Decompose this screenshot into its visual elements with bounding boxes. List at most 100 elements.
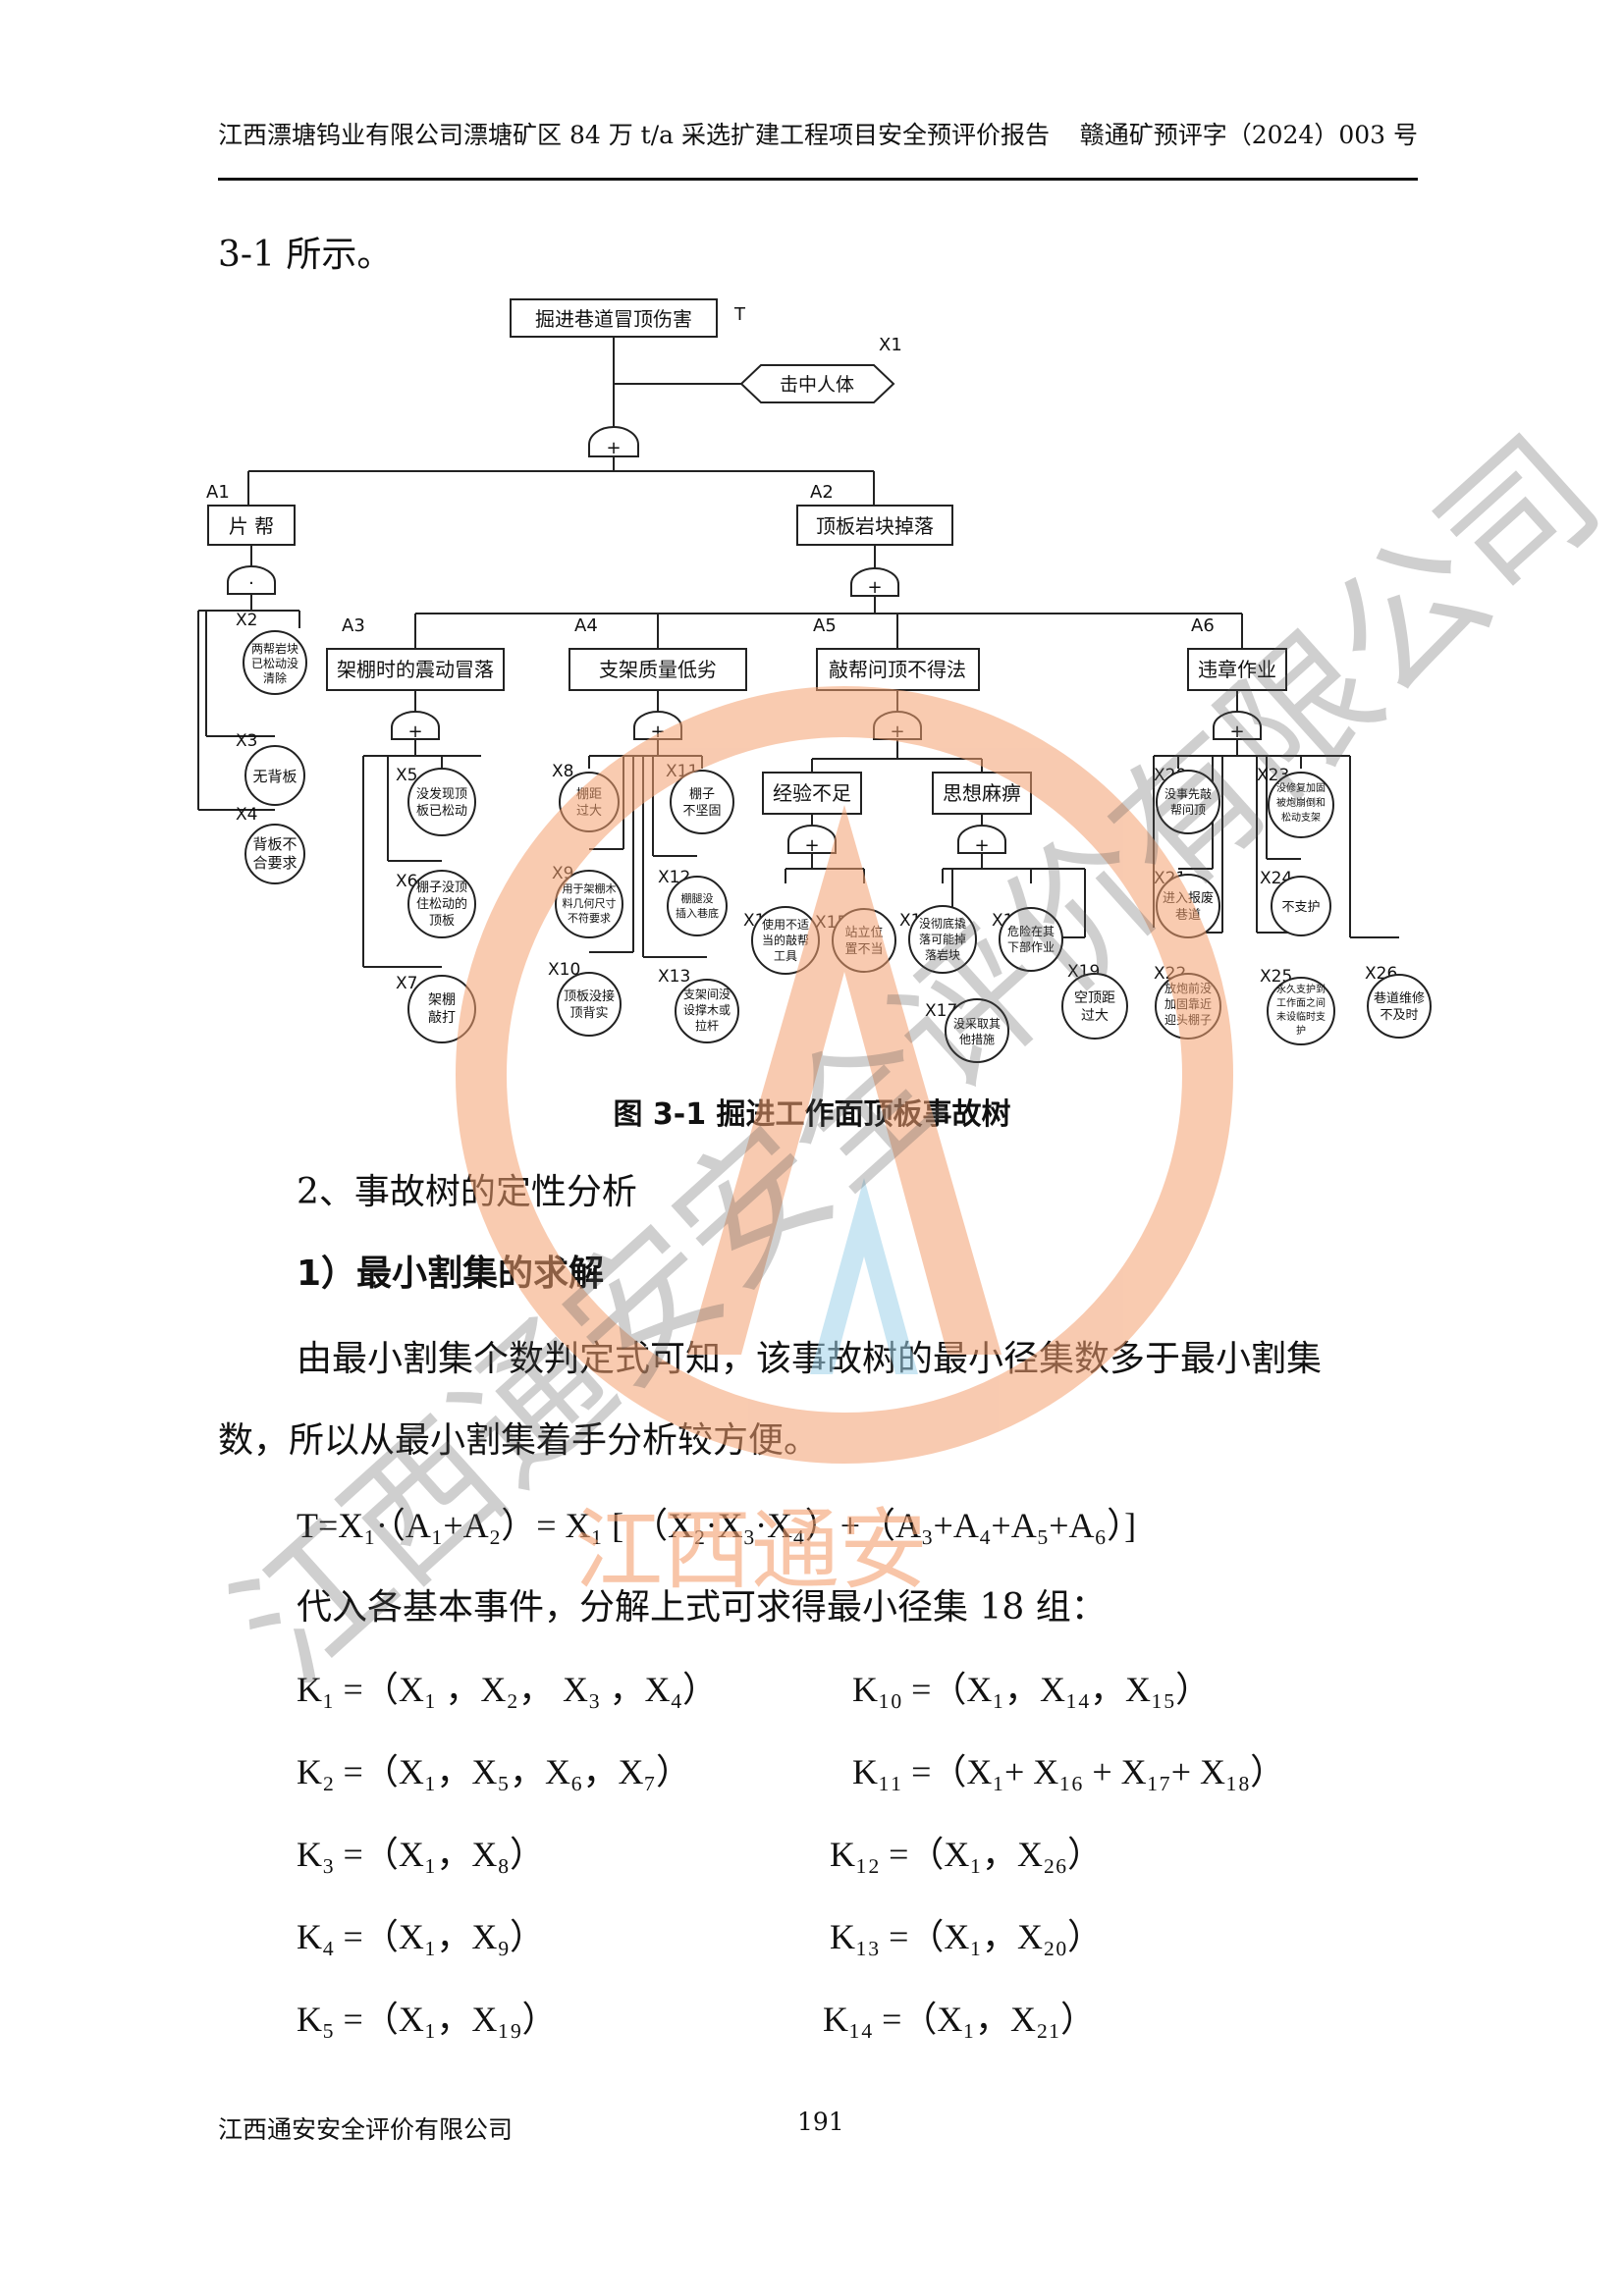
- svg-text:过大: 过大: [1081, 1008, 1109, 1024]
- footer-company: 江西通安安全评价有限公司: [218, 2115, 514, 2144]
- svg-text:X3: X3: [236, 731, 257, 751]
- svg-text:未设临时支: 未设临时支: [1276, 1010, 1326, 1023]
- svg-text:被炮崩倒和: 被炮崩倒和: [1276, 796, 1326, 809]
- svg-text:不及时: 不及时: [1380, 1008, 1418, 1023]
- svg-text:空顶距: 空顶距: [1074, 990, 1115, 1006]
- event-x25: X25 永久支护到 工作面之间 未设临时支 护: [1260, 967, 1335, 1045]
- svg-text:棚距: 棚距: [576, 787, 602, 802]
- a3-or-gate-symbol: +: [407, 721, 422, 742]
- event-x26: X26 巷道维修 不及时: [1365, 964, 1432, 1039]
- event-x20: X20 没事先敲 帮问顶: [1154, 766, 1220, 834]
- svg-text:敲打: 敲打: [428, 1009, 456, 1026]
- svg-text:X5: X5: [396, 766, 417, 785]
- a3-id: A3: [342, 615, 365, 636]
- top-or-gate: [588, 426, 639, 457]
- svg-text:不支护: 不支护: [1281, 900, 1320, 915]
- event-x18: X18 危险在其 下部作业: [992, 907, 1063, 972]
- event-x7: X7 架棚 敲打: [396, 974, 476, 1043]
- svg-text:没采取其: 没采取其: [953, 1016, 1001, 1031]
- svg-text:他措施: 他措施: [959, 1033, 995, 1046]
- svg-text:巷道维修: 巷道维修: [1374, 991, 1425, 1006]
- svg-text:拉杆: 拉杆: [695, 1018, 719, 1033]
- a2-or-gate-symbol: +: [867, 577, 882, 598]
- svg-text:下部作业: 下部作业: [1007, 939, 1055, 954]
- paragraph-line-2: 数，所以从最小割集着手分析较方便。: [218, 1420, 820, 1461]
- a2-id: A2: [810, 482, 834, 503]
- x1-event-id: X1: [879, 335, 902, 355]
- set-k12: K₁₂ =（X₁，X₂₆）: [830, 1835, 1104, 1874]
- set-k11: K₁₁ =（X₁+ X₁₆ + X₁₇+ X₁₈）: [852, 1752, 1286, 1791]
- a5-label: 敲帮问顶不得法: [829, 658, 966, 681]
- subsection-heading: 1）最小割集的求解: [297, 1254, 605, 1294]
- event-x10: X10 顶板没接 顶背实: [548, 960, 622, 1037]
- svg-text:松动支架: 松动支架: [1281, 811, 1321, 824]
- svg-text:当的敲帮: 当的敲帮: [762, 933, 809, 947]
- svg-text:合要求: 合要求: [252, 854, 297, 872]
- event-x16: X16 没彻底撬 落可能掉 落岩块: [899, 905, 977, 974]
- a6-or-gate-symbol: +: [1229, 721, 1244, 742]
- svg-text:背板不: 背板不: [252, 835, 297, 853]
- svg-text:不坚固: 不坚固: [682, 804, 721, 819]
- event-x3: X3 无背板: [236, 731, 305, 806]
- svg-text:清除: 清除: [263, 670, 287, 685]
- footer-page-number: 191: [797, 2108, 844, 2136]
- intro-text: 3-1 所示。: [218, 235, 393, 275]
- event-x19: X19 空顶距 过大: [1061, 962, 1128, 1040]
- svg-text:X2: X2: [236, 611, 257, 630]
- section-heading: 2、事故树的定性分析: [297, 1172, 637, 1212]
- event-x11: X11 棚子 不坚固: [666, 762, 734, 834]
- b2-or-gate-symbol: +: [974, 835, 989, 856]
- top-event-symbol: T: [733, 304, 746, 325]
- svg-text:没事先敲: 没事先敲: [1164, 786, 1212, 801]
- a1-label: 片 帮: [229, 514, 274, 538]
- header-rule: [218, 178, 1418, 181]
- event-x8: X8 棚距 过大: [552, 762, 620, 832]
- svg-text:设撑木或: 设撑木或: [683, 1002, 731, 1017]
- set-k1: K₁ =（X₁ ，X₂， X₃ ，X₄）: [297, 1670, 719, 1709]
- event-x22: X22 放炮前没 加固靠近 迎头棚子: [1154, 964, 1221, 1040]
- svg-text:置不当: 置不当: [844, 942, 883, 957]
- a1-id: A1: [206, 482, 230, 503]
- event-x24: X24 不支护: [1260, 869, 1331, 936]
- set-k14: K₁₄ =（X₁，X₂₁）: [823, 2000, 1097, 2039]
- a4-or-gate-symbol: +: [650, 721, 665, 742]
- svg-text:过大: 过大: [576, 804, 602, 819]
- x1-condition-shape: [739, 364, 895, 403]
- svg-text:棚腿没: 棚腿没: [681, 891, 714, 905]
- b1-label: 经验不足: [773, 781, 851, 805]
- event-x13: X13 支架间没 设撑木或 拉杆: [658, 967, 739, 1043]
- top-event-box: [510, 298, 718, 338]
- a1-box: [207, 505, 296, 546]
- svg-text:工作面之间: 工作面之间: [1276, 996, 1326, 1009]
- svg-text:帮问顶: 帮问顶: [1170, 803, 1206, 817]
- svg-text:架棚: 架棚: [428, 992, 456, 1008]
- set-k10: K₁₀ =（X₁，X₁₄，X₁₅）: [852, 1670, 1212, 1709]
- paragraph-line-1: 由最小割集个数判定式可知，该事故树的最小径集数多于最小割集: [297, 1339, 1323, 1379]
- event-x23: X23 没修复加固 被炮崩倒和 松动支架: [1257, 766, 1334, 838]
- set-k4: K₄ =（X₁，X₉）: [297, 1917, 545, 1956]
- figure-caption: 图 3-1 掘进工作面顶板事故树: [613, 1097, 1011, 1132]
- a4-id: A4: [574, 615, 598, 636]
- svg-text:落岩块: 落岩块: [925, 947, 960, 962]
- set-k3: K₃ =（X₁，X₈）: [297, 1835, 545, 1874]
- event-x15: X15 站立位 置不当: [815, 908, 896, 973]
- svg-text:顶板: 顶板: [429, 914, 455, 929]
- a1-and-gate: [227, 565, 276, 595]
- a6-label: 违章作业: [1198, 658, 1276, 681]
- a5-box: [816, 648, 980, 691]
- set-k13: K₁₃ =（X₁，X₂₀）: [830, 1917, 1104, 1956]
- event-x21: X21 进入报废 巷道: [1154, 869, 1220, 938]
- svg-text:落可能掉: 落可能掉: [919, 933, 966, 946]
- svg-text:支架间没: 支架间没: [683, 987, 731, 1001]
- fault-tree-diagram: .ln { stroke:#222; stroke-width:2; fill:…: [197, 298, 1432, 1063]
- svg-text:两帮岩块: 两帮岩块: [251, 641, 298, 656]
- formula: T=X₁·（A₁+A₂）= X₁ [ （X₂·X₃·X₄）+（A₃+A₄+A₅+…: [297, 1506, 1137, 1545]
- b2-label: 思想麻痹: [943, 781, 1021, 805]
- svg-text:站立位: 站立位: [844, 926, 883, 940]
- a1-and-gate-symbol: ·: [248, 573, 254, 594]
- svg-text:用于架棚木: 用于架棚木: [563, 881, 617, 895]
- svg-text:X13: X13: [658, 967, 690, 987]
- svg-text:顶板没接: 顶板没接: [564, 988, 615, 1004]
- a3-or-gate: [391, 711, 440, 740]
- set-k2: K₂ =（X₁，X₅，X₆，X₇）: [297, 1752, 692, 1791]
